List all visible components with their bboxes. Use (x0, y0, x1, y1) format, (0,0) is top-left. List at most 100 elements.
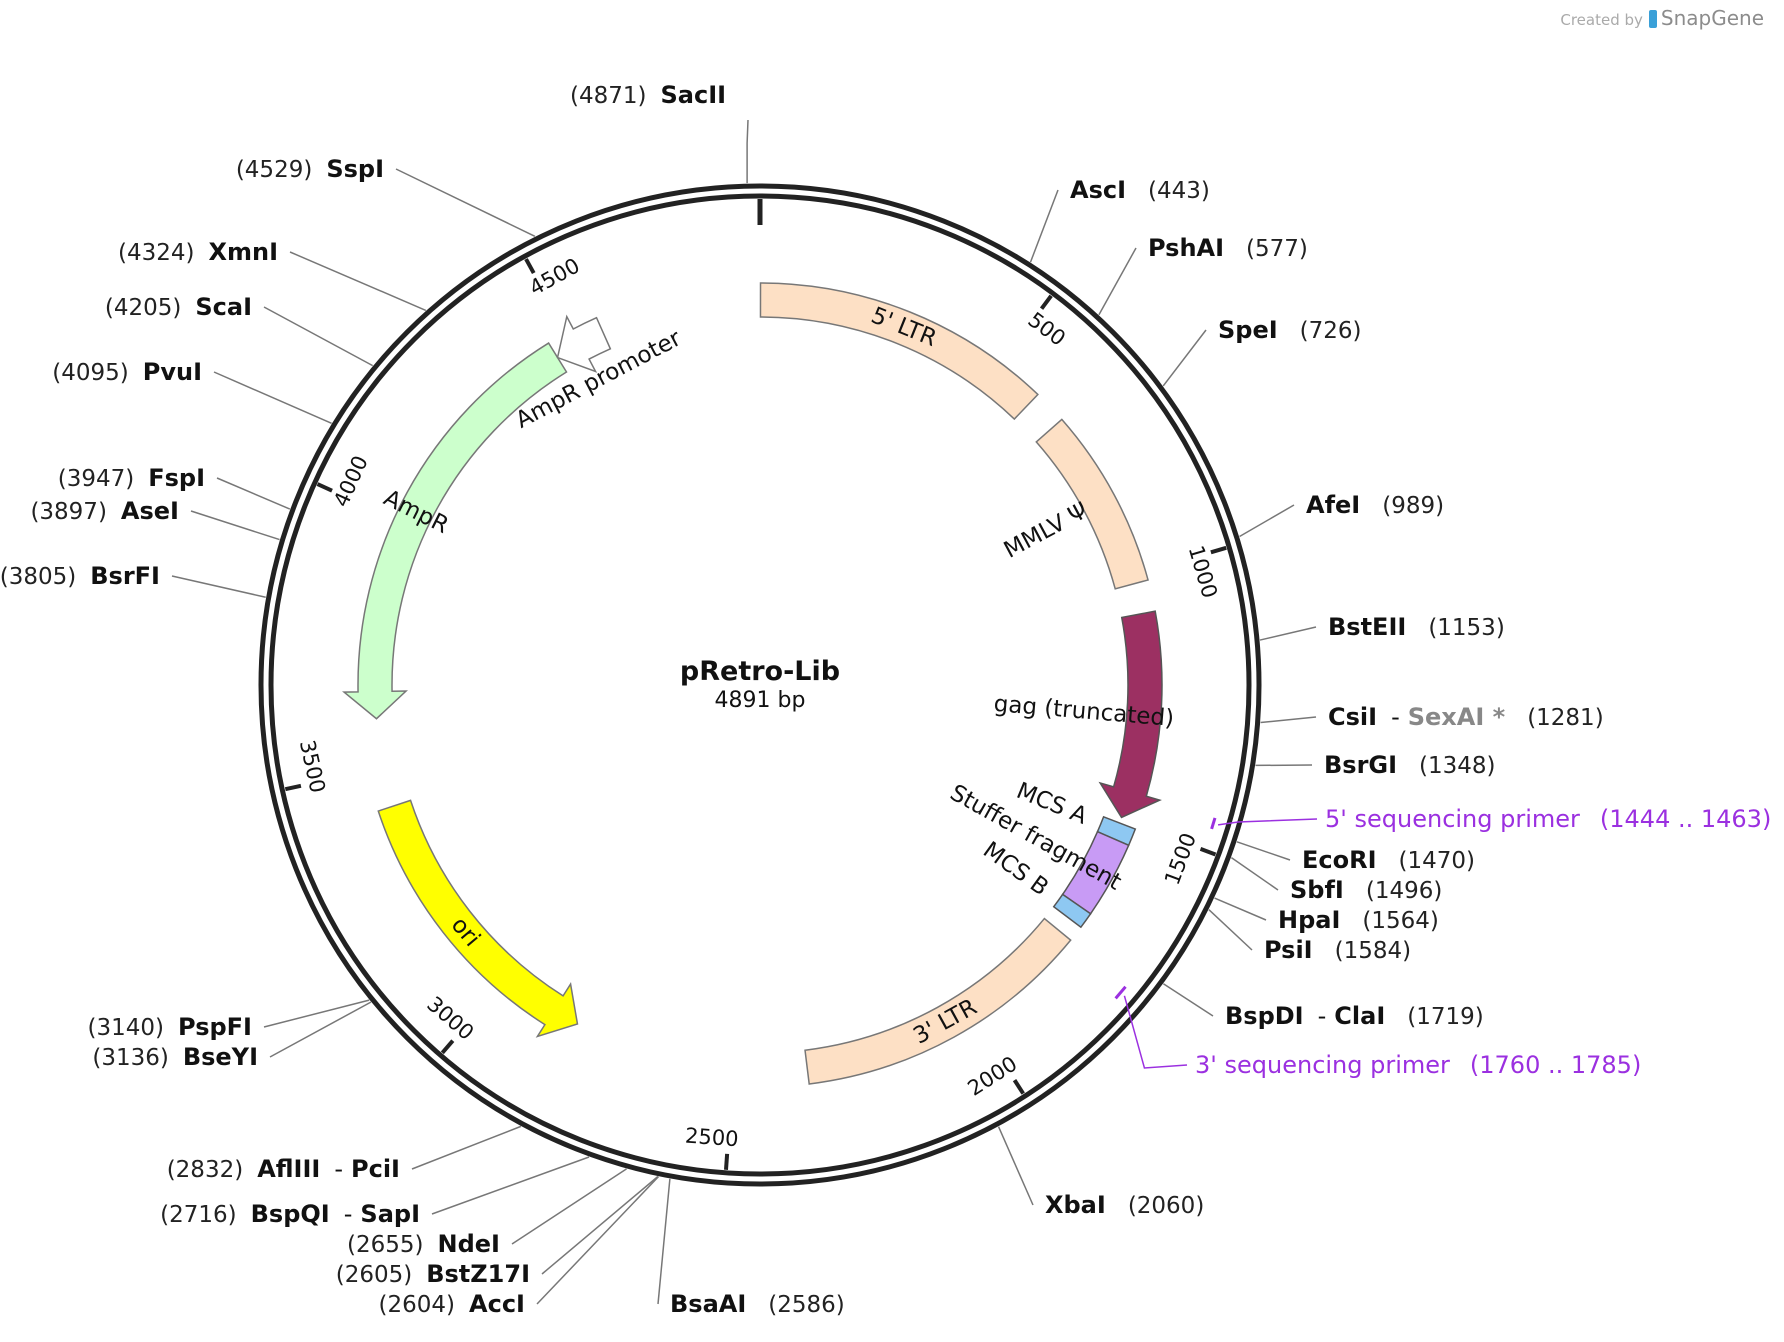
tick-mark-3500 (284, 783, 302, 792)
site-leader (216, 477, 291, 510)
site-bsrgi[interactable]: BsrGI(1348) (1255, 751, 1496, 779)
feature-3-ltr[interactable] (804, 917, 1072, 1085)
site-pspfi[interactable]: (3140)PspFI (88, 999, 370, 1041)
site-separator: - (1391, 703, 1400, 731)
site-leader (1098, 247, 1137, 316)
site-name: FspI (148, 464, 205, 492)
credit-brand: SnapGene (1660, 6, 1764, 30)
site-name: AseI (121, 497, 179, 525)
site-label: (2716)BspQI-SapI (160, 1200, 420, 1228)
site-afliii[interactable]: (2832)AflIII-PciI (167, 1125, 522, 1183)
site-name: SacII (660, 81, 726, 109)
site-name: NdeI (438, 1230, 500, 1258)
site-psii[interactable]: PsiI(1584) (1208, 909, 1411, 964)
primer-label-1[interactable]: 5' sequencing primer(1444 .. 1463) (1325, 805, 1771, 833)
site-label: BspDI-ClaI(1719) (1225, 1002, 1484, 1030)
site-bspdi[interactable]: BspDI-ClaI(1719) (1162, 983, 1484, 1030)
site-leader (1162, 983, 1214, 1017)
site-csii[interactable]: CsiI-SexAI *(1281) (1260, 703, 1604, 731)
site-name: BspQI (251, 1200, 330, 1228)
site-position: (4871) (570, 83, 646, 109)
feature-mmlv[interactable] (1035, 418, 1149, 590)
site-position: (989) (1382, 493, 1444, 519)
feature-label-mmlv: MMLV Ψ (1000, 498, 1093, 564)
site-leader (395, 168, 536, 237)
site-name: BsrGI (1324, 751, 1397, 779)
site-position: (3805) (0, 564, 76, 590)
site-asci[interactable]: AscI(443) (1029, 176, 1210, 263)
site-pshai[interactable]: PshAI(577) (1098, 234, 1308, 316)
site-name: SbfI (1290, 876, 1344, 904)
site-label: PsiI(1584) (1264, 936, 1411, 964)
site-bseyi[interactable]: (3136)BseYI (92, 1001, 372, 1071)
site-xbai[interactable]: XbaI (2060) (997, 1126, 1205, 1219)
feature-ori[interactable] (377, 799, 579, 1038)
site-label: XbaI (2060) (1045, 1191, 1204, 1219)
site-name: AfeI (1306, 491, 1360, 519)
site-ecori[interactable]: EcoRI(1470) (1236, 841, 1475, 874)
site-leader (1162, 329, 1207, 387)
site-bsrfi[interactable]: (3805)BsrFI (0, 562, 266, 598)
primer-arrow-1 (1210, 817, 1217, 830)
site-sbfi[interactable]: SbfI(1496) (1230, 857, 1442, 904)
site-spei[interactable]: SpeI(726) (1162, 316, 1362, 387)
primer-range: (1760 .. 1785) (1470, 1051, 1641, 1079)
site-position: (1584) (1335, 938, 1411, 964)
site-name: PshAI (1148, 234, 1224, 262)
site-sacii[interactable]: (4871) SacII (570, 81, 749, 184)
site-label: BstEII(1153) (1328, 613, 1505, 641)
site-label: (2832)AflIII-PciI (167, 1155, 400, 1183)
site-separator: - (1318, 1002, 1327, 1030)
site-label: (3947)FspI (58, 464, 205, 492)
site-label: (2655)NdeI (347, 1230, 500, 1258)
site-bsteii[interactable]: BstEII(1153) (1259, 613, 1505, 641)
site-pvui[interactable]: (4095)PvuI (52, 358, 332, 425)
site-separator: - (344, 1200, 353, 1228)
site-sspi[interactable]: (4529)SspI (236, 155, 536, 237)
tick-label-3000: 3000 (422, 992, 478, 1045)
feature-ampr[interactable] (342, 342, 568, 720)
site-asei[interactable]: (3897)AseI (30, 497, 280, 541)
site-hpai[interactable]: HpaI(1564) (1214, 897, 1439, 934)
site-bsaai[interactable]: BsaAI(2586) (657, 1178, 845, 1318)
site-name: ScaI (195, 293, 252, 321)
site-fspi[interactable]: (3947)FspI (58, 464, 291, 510)
site-position: (726) (1300, 318, 1362, 344)
tick-label-500: 500 (1023, 308, 1069, 351)
site-leader (269, 1001, 372, 1058)
site-name-alt: ClaI (1334, 1002, 1385, 1030)
primer-label-2[interactable]: 3' sequencing primer(1760 .. 1785) (1195, 1051, 1641, 1079)
site-label: (4205) ScaI (105, 293, 252, 321)
backbone-outer-ring (258, 183, 1262, 1187)
site-leader (1239, 504, 1295, 538)
site-position: (1281) (1527, 705, 1603, 731)
site-bstz17i[interactable]: (2605)BstZ17I (336, 1175, 659, 1288)
feature-ampr-promoter[interactable] (556, 314, 612, 373)
site-name: XbaI (1045, 1191, 1106, 1219)
feature-gag-truncated[interactable] (1098, 610, 1163, 819)
tick-label-2000: 2000 (964, 1052, 1022, 1101)
restriction-sites: (4871) SacII AscI(443)PshAI(577)SpeI(726) A… (0, 81, 1604, 1318)
site-bspqi[interactable]: (2716)BspQI-SapI (160, 1156, 590, 1228)
site-acci[interactable]: (2604)AccI (379, 1176, 660, 1318)
feature-mcs-b[interactable] (1052, 893, 1092, 929)
site-afei[interactable]: AfeI (989) (1239, 491, 1445, 538)
site-xmni[interactable]: (4324)XmnI (118, 238, 427, 312)
site-leader (1029, 189, 1059, 263)
site-label: SpeI(726) (1218, 316, 1362, 344)
site-position: (2060) (1128, 1193, 1204, 1219)
plasmid-backbone (258, 183, 1262, 1187)
tick-mark-4500 (524, 258, 536, 275)
site-position: (2832) (167, 1157, 243, 1183)
feature-5-ltr[interactable] (759, 282, 1039, 421)
site-position: (1564) (1362, 908, 1438, 934)
site-position: (4205) (105, 295, 181, 321)
site-position: (4529) (236, 157, 312, 183)
site-label: SbfI(1496) (1290, 876, 1442, 904)
site-label: (2605)BstZ17I (336, 1260, 530, 1288)
site-scai[interactable]: (4205) ScaI (105, 293, 374, 367)
site-label: (3897)AseI (30, 497, 179, 525)
site-ndei[interactable]: (2655)NdeI (347, 1168, 627, 1258)
backbone-inner-ring (268, 193, 1252, 1177)
